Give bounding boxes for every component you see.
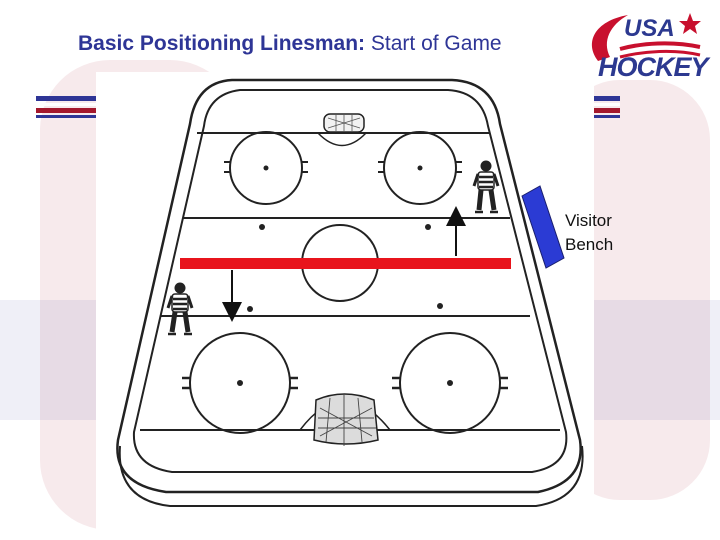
near-linesman-icon: [166, 282, 194, 336]
near-left-faceoff-circle: [189, 332, 291, 434]
title-regular-text: Start of Game: [365, 32, 502, 55]
far-goal-crease: [317, 132, 367, 147]
visitor-bench-label: Visitor Bench: [565, 209, 613, 257]
visitor-bench: [521, 185, 565, 269]
usa-hockey-logo: USA HOCKEY: [582, 3, 712, 93]
far-goal-net-icon: [323, 113, 365, 133]
logo-hockey-text: HOCKEY: [598, 52, 709, 82]
bench-label-line-2: Bench: [565, 235, 614, 254]
far-linesman-icon: [472, 160, 500, 214]
logo-usa-text: USA: [624, 15, 675, 42]
far-left-faceoff-circle: [229, 131, 303, 205]
bench-label-line-1: Visitor: [565, 211, 612, 230]
center-red-line: [180, 258, 511, 269]
title-bold-text: Basic Positioning Linesman:: [78, 32, 366, 55]
near-right-faceoff-circle: [399, 332, 501, 434]
page-title: Basic Positioning Linesman: Start of Gam…: [78, 32, 502, 56]
near-goal-net-icon: [313, 393, 379, 446]
logo-swoosh-icon: [591, 13, 701, 61]
far-right-faceoff-circle: [383, 131, 457, 205]
